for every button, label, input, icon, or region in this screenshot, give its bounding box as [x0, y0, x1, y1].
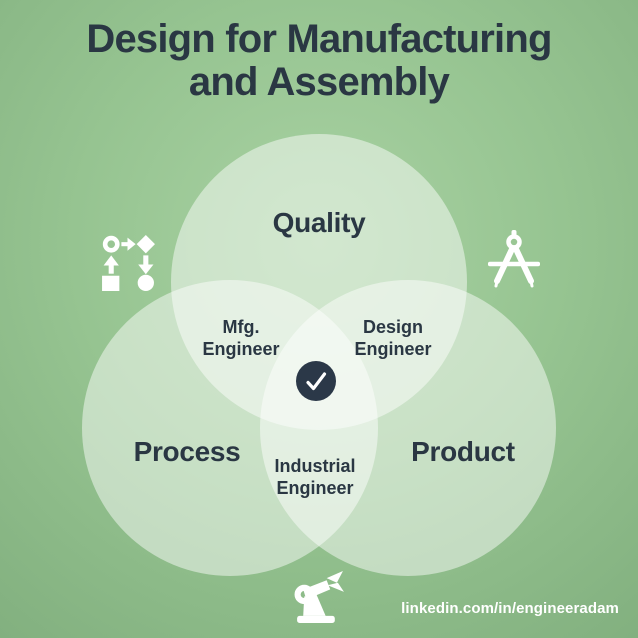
page-title: Design for Manufacturing and Assembly: [0, 17, 638, 105]
drafting-compass-icon: [487, 230, 541, 288]
design-engineer-label-line2: Engineer: [354, 338, 432, 359]
design-engineer-label: Design Engineer: [328, 317, 458, 360]
robot-arm-icon: [292, 570, 345, 623]
venn-circle-product: [260, 280, 556, 576]
quality-label: Quality: [272, 207, 366, 238]
flowchart-icon: [99, 234, 156, 291]
check-icon: [296, 361, 336, 401]
design-engineer-label-line1: Design: [362, 317, 423, 337]
industrial-engineer-label-line2: Engineer: [276, 477, 354, 498]
venn-circle-process: [82, 280, 378, 576]
process-label: Process: [133, 436, 241, 467]
mfg-engineer-label-line1: Mfg.: [222, 317, 260, 337]
mfg-engineer-label-line2: Engineer: [202, 338, 280, 359]
product-label: Product: [411, 436, 515, 467]
linkedin-credit-link[interactable]: linkedin.com/in/engineeradam: [401, 600, 619, 617]
industrial-engineer-label: Industrial Engineer: [250, 456, 380, 499]
page-title-line1: Design for Manufacturing: [86, 17, 552, 61]
industrial-engineer-label-line1: Industrial: [274, 456, 356, 476]
mfg-engineer-label: Mfg. Engineer: [176, 317, 306, 360]
page-title-line2: and Assembly: [188, 60, 450, 105]
